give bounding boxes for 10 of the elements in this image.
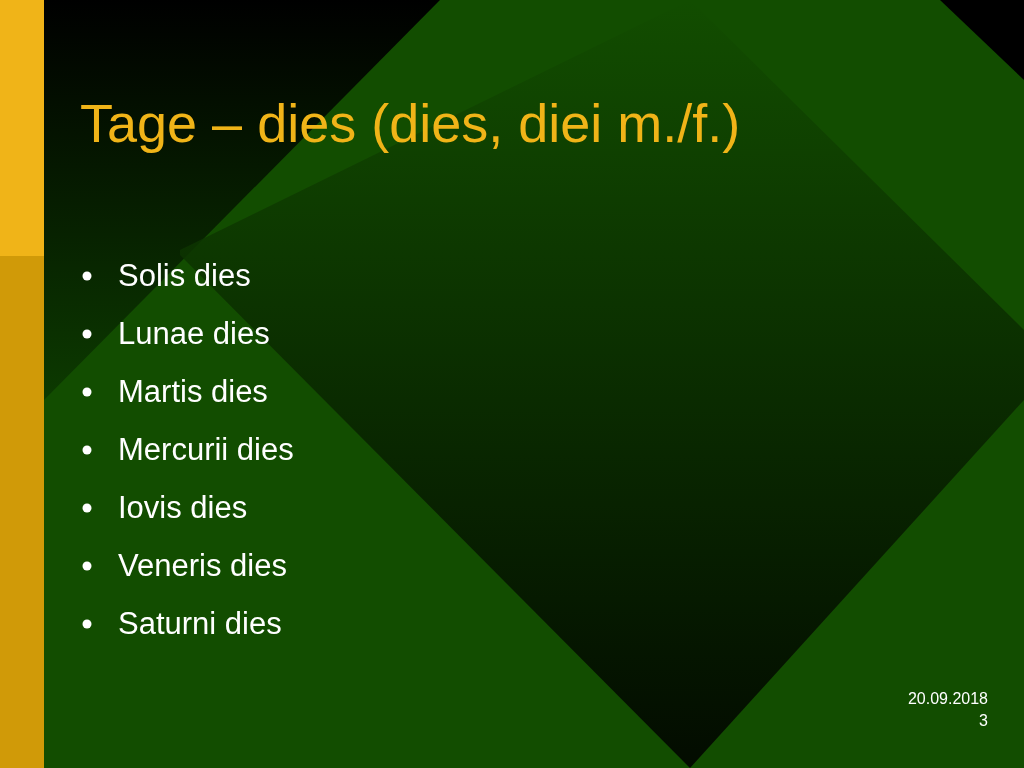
- date-text: 20.09.2018: [907, 690, 988, 708]
- list-item-text: Mercurii dies: [118, 432, 294, 467]
- list-item-text: Veneris dies: [118, 548, 287, 583]
- list-item-text: Lunae dies: [118, 316, 270, 351]
- list-item-text: Solis dies: [118, 258, 251, 293]
- page-number: 3: [979, 712, 988, 730]
- slide-title: Tage – dies (dies, diei m./f.): [80, 92, 741, 154]
- list-item-text: Saturni dies: [118, 606, 282, 641]
- list-item-text: Iovis dies: [118, 490, 248, 525]
- list-item-text: Martis dies: [118, 374, 268, 409]
